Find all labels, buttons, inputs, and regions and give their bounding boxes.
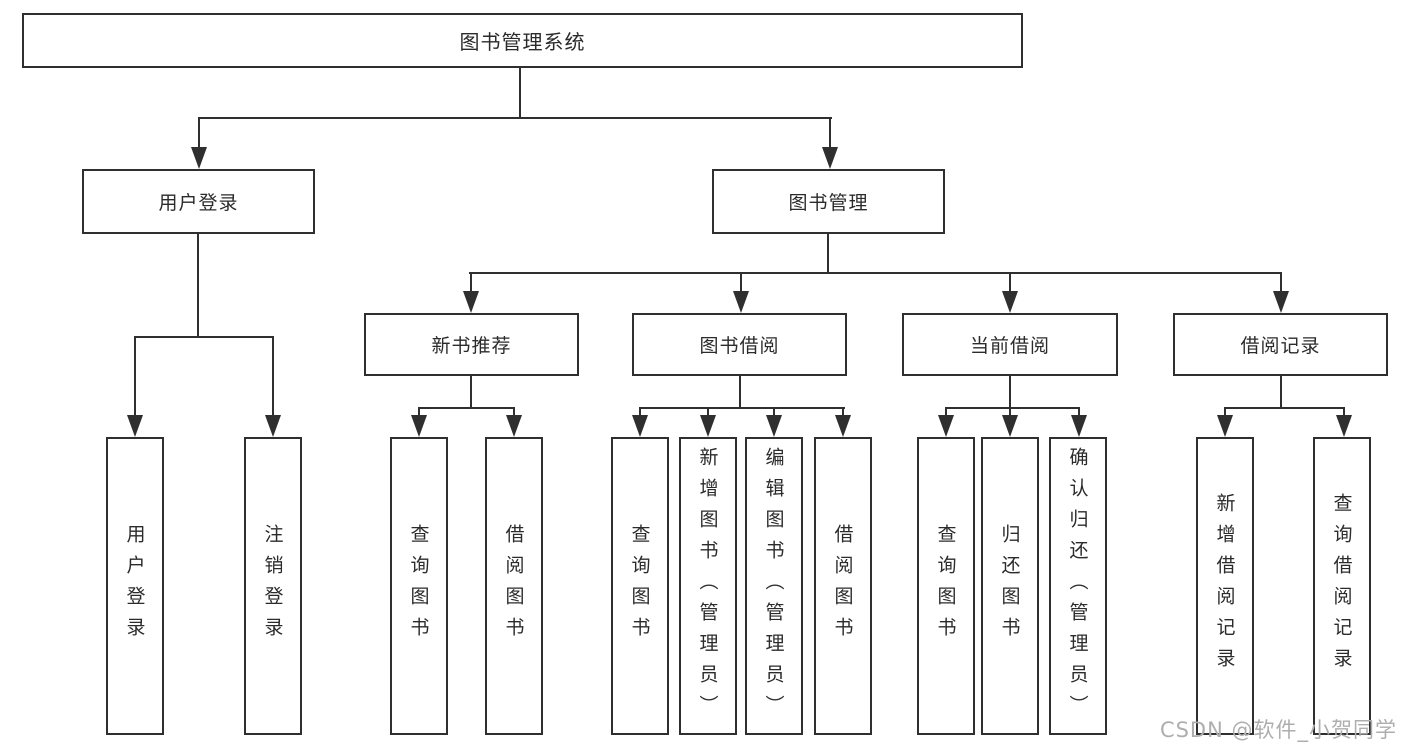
arrowhead-to-current-borrow — [1002, 291, 1018, 313]
edge-new-book-hbar — [418, 407, 515, 409]
node-current-borrowing: 当前借阅 — [902, 313, 1118, 376]
edge-stem-s3c1 — [1343, 407, 1345, 417]
arrowhead-s2c1 — [1002, 415, 1018, 437]
arrowhead-s2c2 — [1071, 415, 1087, 437]
edge-stem-leaf-login — [134, 336, 136, 416]
leaf-query-books-current: 查询图书 — [917, 437, 975, 735]
leaf-add-borrow-record-label: 新增借阅记录 — [1213, 493, 1236, 679]
leaf-logout-label: 注销登录 — [261, 524, 284, 648]
leaf-query-borrow-record-label: 查询借阅记录 — [1330, 493, 1353, 679]
arrowhead-to-book-borrow — [733, 291, 749, 313]
edge-borrow-records-hbar — [1224, 407, 1344, 409]
edge-borrow-records-trunk — [1280, 376, 1282, 408]
leaf-borrow-books: 借阅图书 — [814, 437, 872, 735]
leaf-query-books-borrow-label: 查询图书 — [628, 524, 651, 648]
leaf-return-books: 归还图书 — [981, 437, 1039, 735]
edge-stem-current-borrow — [1009, 272, 1011, 292]
edge-current-borrow-hbar — [945, 407, 1080, 409]
arrowhead-s3c0 — [1217, 415, 1233, 437]
leaf-logout: 注销登录 — [244, 437, 302, 735]
leaf-edit-books-admin: 编辑图书（管理员） — [745, 437, 803, 735]
edge-stem-s1c0 — [639, 407, 641, 417]
arrowhead-s0c0 — [411, 415, 427, 437]
edge-stem-borrow-records — [1280, 272, 1282, 292]
leaf-borrow-books-recommend: 借阅图书 — [485, 437, 543, 735]
leaf-add-books-admin-label: 新增图书（管理员） — [696, 446, 719, 726]
edge-stem-s2c0 — [945, 407, 947, 417]
arrowhead-s1c3 — [835, 415, 851, 437]
leaf-borrow-books-label: 借阅图书 — [831, 524, 854, 648]
leaf-add-borrow-record: 新增借阅记录 — [1196, 437, 1254, 735]
edge-stem-new-book — [470, 272, 472, 292]
leaf-user-login-label: 用户登录 — [123, 524, 146, 648]
edge-book-borrow-trunk — [739, 376, 741, 408]
leaf-return-books-label: 归还图书 — [998, 524, 1021, 648]
arrowhead-to-book-mgmt — [822, 147, 838, 169]
edge-user-login-trunk — [197, 234, 199, 337]
arrowhead-s3c1 — [1336, 415, 1352, 437]
edge-stem-user-login — [198, 117, 200, 149]
arrowhead-to-leaf-logout — [265, 415, 281, 437]
edge-stem-s1c1 — [707, 407, 709, 417]
edge-stem-s0c0 — [418, 407, 420, 417]
edge-user-login-hbar — [134, 336, 274, 338]
edge-root-hbar — [198, 117, 832, 119]
leaf-user-login: 用户登录 — [106, 437, 164, 735]
leaf-confirm-return-admin: 确认归还（管理员） — [1049, 437, 1107, 735]
edge-stem-s2c1 — [1009, 407, 1011, 417]
edge-root-trunk — [519, 66, 521, 119]
arrowhead-to-user-login — [191, 147, 207, 169]
arrowhead-s1c0 — [632, 415, 648, 437]
arrowhead-to-borrow-records — [1273, 291, 1289, 313]
leaf-borrow-books-recommend-label: 借阅图书 — [502, 524, 525, 648]
edge-book-mgmt-hbar — [469, 272, 1282, 274]
leaf-query-books-borrow: 查询图书 — [611, 437, 669, 735]
leaf-add-books-admin: 新增图书（管理员） — [679, 437, 737, 735]
edge-stem-book-borrow — [740, 272, 742, 292]
edge-book-borrow-hbar — [639, 407, 845, 409]
leaf-query-borrow-record: 查询借阅记录 — [1313, 437, 1371, 735]
edge-stem-s0c1 — [513, 407, 515, 417]
edge-stem-s3c0 — [1224, 407, 1226, 417]
arrowhead-to-leaf-login — [127, 415, 143, 437]
edge-stem-book-mgmt — [829, 117, 831, 149]
arrowhead-s1c1 — [700, 415, 716, 437]
arrowhead-s1c2 — [766, 415, 782, 437]
arrowhead-to-new-book — [463, 291, 479, 313]
arrowhead-s0c1 — [506, 415, 522, 437]
node-library-management-system: 图书管理系统 — [22, 13, 1023, 68]
node-book-borrowing: 图书借阅 — [632, 313, 847, 376]
csdn-watermark: CSDN @软件_小贺同学 — [1159, 718, 1397, 742]
edge-stem-s1c2 — [773, 407, 775, 417]
node-borrowing-records: 借阅记录 — [1173, 313, 1388, 376]
edge-current-borrow-trunk — [1009, 376, 1011, 408]
leaf-query-books-recommend-label: 查询图书 — [407, 524, 430, 648]
node-user-login: 用户登录 — [82, 169, 315, 234]
leaf-query-books-recommend: 查询图书 — [390, 437, 448, 735]
edge-stem-s1c3 — [842, 407, 844, 417]
leaf-query-books-current-label: 查询图书 — [934, 524, 957, 648]
edge-new-book-trunk — [470, 376, 472, 408]
arrowhead-s2c0 — [938, 415, 954, 437]
edge-stem-leaf-logout — [272, 336, 274, 416]
leaf-confirm-return-admin-label: 确认归还（管理员） — [1066, 446, 1089, 726]
node-book-management: 图书管理 — [712, 169, 945, 234]
edge-stem-s2c2 — [1078, 407, 1080, 417]
leaf-edit-books-admin-label: 编辑图书（管理员） — [762, 446, 785, 726]
edge-book-mgmt-trunk — [827, 234, 829, 273]
node-new-book-recommendation: 新书推荐 — [364, 313, 579, 376]
